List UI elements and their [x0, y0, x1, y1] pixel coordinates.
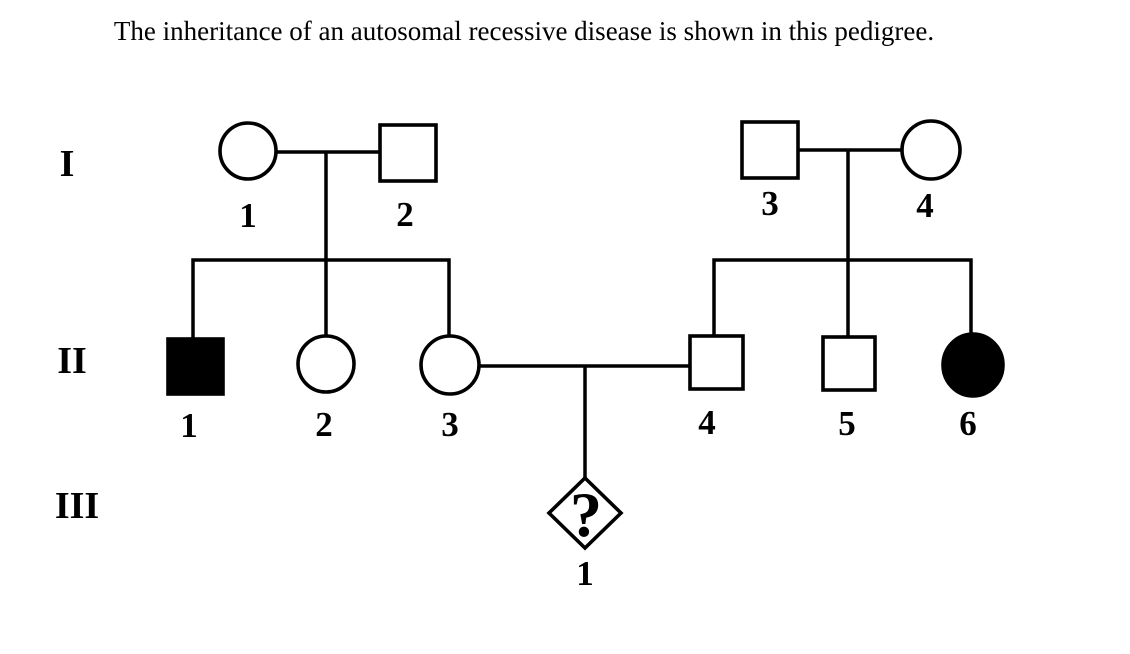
- individual-number: 1: [239, 196, 257, 235]
- female-circle-icon: [218, 121, 278, 181]
- individual-number: 4: [916, 186, 934, 225]
- individual-I-4: 4: [900, 119, 962, 225]
- individual-number: 1: [180, 406, 198, 445]
- female-circle-icon: [296, 334, 356, 394]
- individual-number: 2: [396, 195, 414, 234]
- female-circle-icon: [419, 334, 481, 396]
- individual-number: 2: [315, 405, 333, 444]
- individual-number: 4: [698, 403, 716, 442]
- individual-II-4: 4: [688, 334, 745, 442]
- affected-female-circle-icon: [941, 332, 1005, 398]
- male-square-icon: [821, 335, 877, 392]
- generation-label-I: I: [60, 143, 75, 185]
- male-square-icon: [740, 120, 800, 180]
- individual-II-3: 3: [419, 334, 481, 444]
- individual-III-1: ? 1: [546, 475, 624, 593]
- individual-II-6: 6: [941, 332, 1005, 443]
- female-circle-icon: [900, 119, 962, 181]
- male-square-icon: [688, 334, 745, 391]
- individual-I-3: 3: [740, 120, 800, 223]
- individual-II-5: 5: [821, 335, 877, 443]
- page-title: The inheritance of an autosomal recessiv…: [114, 16, 934, 46]
- individual-II-1: 1: [166, 337, 225, 445]
- individual-number: 3: [441, 405, 459, 444]
- generation-label-III: III: [55, 485, 99, 527]
- sibship-line-right: [712, 258, 973, 338]
- individual-I-2: 2: [378, 123, 438, 234]
- individual-number: 5: [838, 404, 856, 443]
- male-square-icon: [378, 123, 438, 183]
- unknown-sex-diamond-icon: [546, 475, 624, 551]
- individual-I-1: 1: [218, 121, 278, 235]
- generation-label-II: II: [57, 340, 87, 382]
- sibship-line-left: [191, 258, 451, 341]
- individual-number: 6: [959, 404, 977, 443]
- affected-male-square-icon: [166, 337, 225, 396]
- individual-II-2: 2: [296, 334, 356, 444]
- individual-number: 3: [761, 184, 779, 223]
- question-mark-glyph: ?: [570, 479, 602, 550]
- individual-number: 1: [576, 554, 594, 593]
